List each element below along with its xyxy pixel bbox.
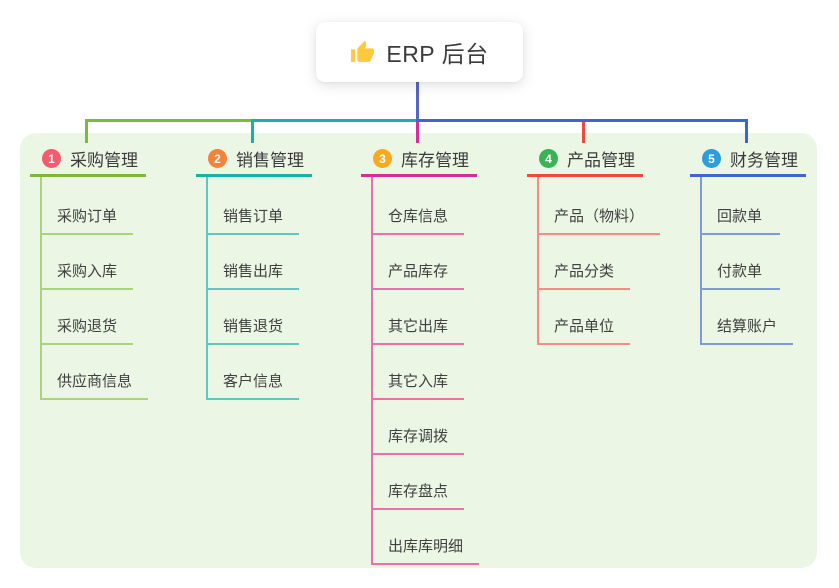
branch-label: 产品管理 [567, 151, 635, 170]
thumbs-up-icon [351, 40, 375, 62]
child-node[interactable]: 库存调拨 [371, 419, 465, 455]
branch-number-badge: 1 [42, 149, 61, 168]
branch-node-2[interactable]: 2 销售管理 [196, 143, 312, 177]
child-node[interactable]: 产品库存 [371, 254, 465, 290]
child-node[interactable]: 库存盘点 [371, 474, 465, 510]
branch-node-1[interactable]: 1 采购管理 [30, 143, 146, 177]
children-connector-line [40, 177, 42, 400]
child-node[interactable]: 采购退货 [40, 309, 134, 345]
branch-node-4[interactable]: 4 产品管理 [527, 143, 643, 177]
branch-node-5[interactable]: 5 财务管理 [690, 143, 806, 177]
children-connector-line [537, 177, 539, 345]
child-node[interactable]: 采购入库 [40, 254, 134, 290]
branch-number-badge: 3 [373, 149, 392, 168]
child-node[interactable]: 采购订单 [40, 199, 134, 235]
children-connector-line [700, 177, 702, 345]
branch-number-badge: 4 [539, 149, 558, 168]
child-node[interactable]: 回款单 [700, 199, 780, 235]
branches-panel [20, 133, 817, 568]
child-node[interactable]: 仓库信息 [371, 199, 465, 235]
branch-number-badge: 5 [702, 149, 721, 168]
branch-label: 库存管理 [401, 151, 469, 170]
branch-label: 财务管理 [730, 151, 798, 170]
branch-node-3[interactable]: 3 库存管理 [361, 143, 477, 177]
child-node[interactable]: 付款单 [700, 254, 780, 290]
child-node[interactable]: 其它出库 [371, 309, 465, 345]
child-node[interactable]: 出库库明细 [371, 529, 480, 565]
child-node[interactable]: 销售退货 [206, 309, 300, 345]
child-node[interactable]: 销售订单 [206, 199, 300, 235]
child-node[interactable]: 结算账户 [700, 309, 794, 345]
branch-label: 采购管理 [70, 151, 138, 170]
children-connector-line [371, 177, 373, 565]
root-title: ERP 后台 [386, 41, 489, 67]
child-node[interactable]: 销售出库 [206, 254, 300, 290]
child-node[interactable]: 客户信息 [206, 364, 300, 400]
root-node[interactable]: ERP 后台 [316, 22, 523, 82]
branch-label: 销售管理 [236, 151, 304, 170]
child-node[interactable]: 产品（物料） [537, 199, 661, 235]
child-node[interactable]: 产品分类 [537, 254, 631, 290]
branch-number-badge: 2 [208, 149, 227, 168]
children-connector-line [206, 177, 208, 400]
child-node[interactable]: 供应商信息 [40, 364, 149, 400]
child-node[interactable]: 其它入库 [371, 364, 465, 400]
child-node[interactable]: 产品单位 [537, 309, 631, 345]
